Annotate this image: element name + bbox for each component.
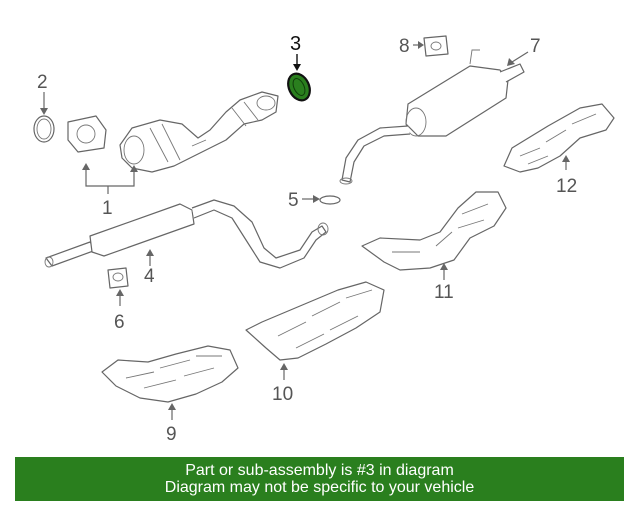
callout-1[interactable]: 1 [102,198,113,219]
callout-3[interactable]: 3 [290,33,301,55]
part-11-heat-shield: 11 [361,191,507,303]
part-5-gasket: 5 [288,190,341,211]
callout-11[interactable]: 11 [434,282,454,303]
callout-7[interactable]: 7 [530,36,541,57]
callout-12[interactable]: 12 [556,176,577,197]
part-7-rear-muffler: 7 [339,36,541,185]
part-2-gasket: 2 [33,72,55,143]
part-1-catalytic-converter: 1 [67,91,279,219]
callout-10[interactable]: 10 [272,384,293,405]
part-8-hanger: 8 [399,35,449,57]
part-6-hanger: 6 [107,267,129,333]
part-4-center-pipe: 4 [44,199,329,287]
banner-line-1: Part or sub-assembly is #3 in diagram [185,462,454,479]
part-12-heat-shield: 12 [503,103,615,197]
part-9-heat-shield: 9 [101,345,239,445]
part-info-banner: Part or sub-assembly is #3 in diagram Di… [15,457,624,501]
part-10-heat-shield: 10 [245,281,385,405]
callout-9[interactable]: 9 [166,424,177,445]
callout-5[interactable]: 5 [288,190,299,211]
callout-4[interactable]: 4 [144,266,155,287]
part-3-gasket-highlighted: 3 [287,33,311,102]
callout-2[interactable]: 2 [37,72,48,93]
banner-line-2: Diagram may not be specific to your vehi… [164,479,475,496]
exhaust-system-diagram: 2 1 3 7 8 [33,33,615,445]
callout-6[interactable]: 6 [114,312,125,333]
callout-8[interactable]: 8 [399,36,410,57]
